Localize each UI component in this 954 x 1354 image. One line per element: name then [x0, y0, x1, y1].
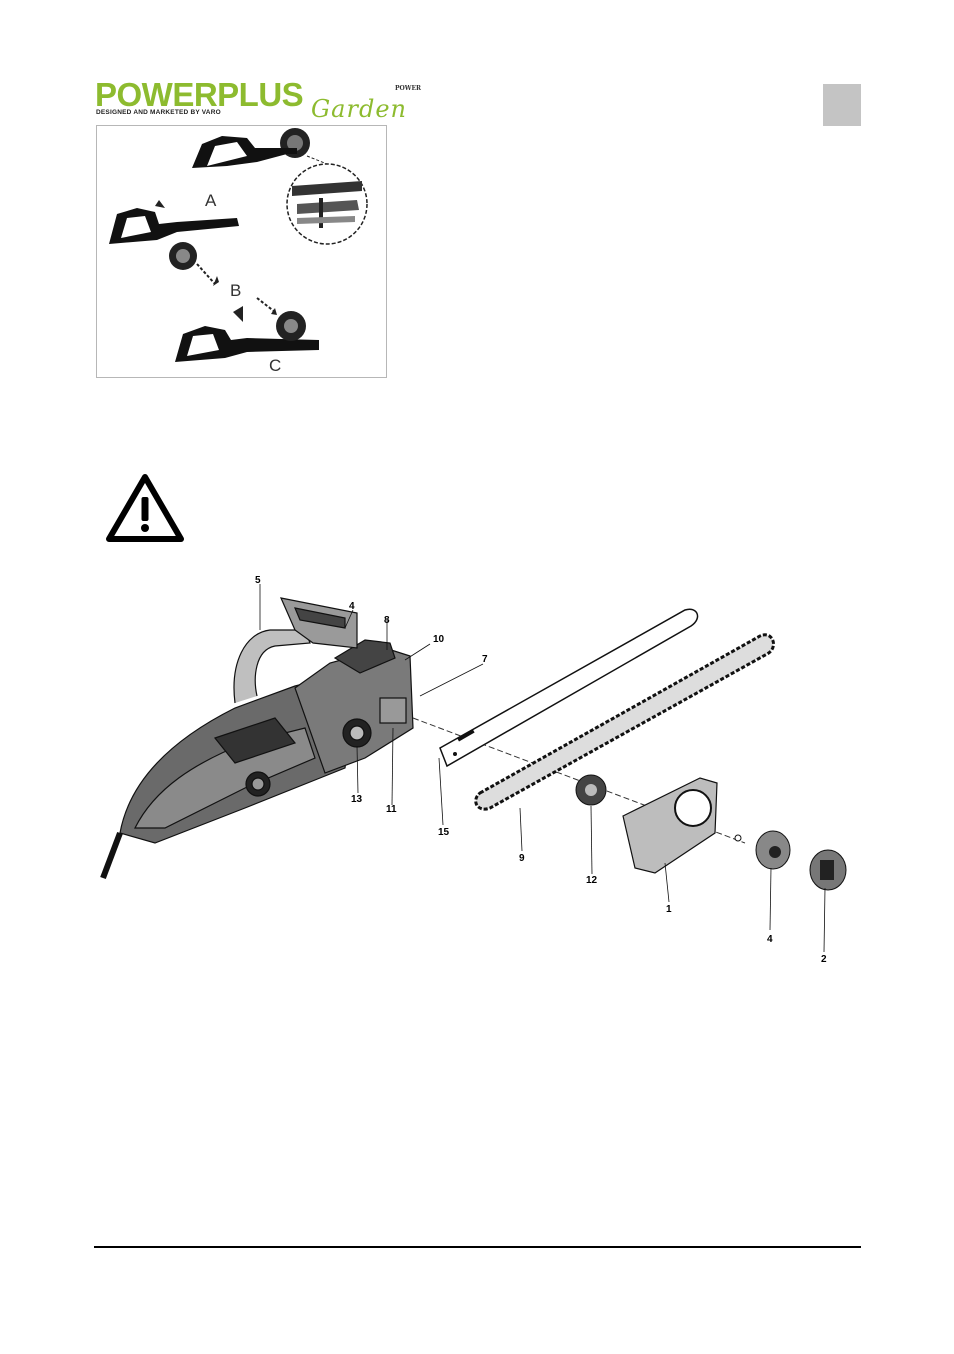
guide-bar: [439, 608, 699, 768]
callout-4-bottom: 4: [767, 934, 773, 945]
figure-label-b: B: [230, 281, 241, 300]
sprocket-illustration: [169, 242, 219, 286]
locking-knob: [809, 849, 847, 891]
callout-10: 10: [433, 634, 445, 645]
callout-5: 5: [255, 575, 261, 586]
callout-7: 7: [482, 654, 488, 665]
logo-tagline: DESIGNED AND MARKETED BY VARO: [96, 109, 221, 116]
callout-4-top: 4: [349, 601, 355, 612]
exploded-view-drawing: 5 4 8 10 7 13 11 15 9 12 1 4 2: [100, 575, 847, 965]
figure-label-c: C: [269, 356, 281, 375]
saw-step-a-illustration: [109, 200, 239, 244]
footer-rule: [94, 1246, 861, 1248]
callout-11: 11: [386, 804, 397, 815]
detail-zoom-circle: [286, 155, 368, 245]
chain-mounting-drawing: A B C: [109, 128, 368, 375]
saw-step-c-illustration: [175, 306, 319, 362]
callout-9: 9: [519, 853, 525, 864]
callout-15: 15: [438, 827, 450, 838]
figure-label-a: A: [205, 191, 217, 210]
warning-triangle-icon: [105, 473, 185, 543]
callout-leaders: [259, 584, 826, 953]
callout-8: 8: [384, 615, 390, 626]
top-saw-illustration: [192, 128, 310, 168]
logo-garden: Garden: [311, 95, 407, 123]
callout-13: 13: [351, 794, 363, 805]
chain-cover: [622, 777, 718, 874]
saw-chain: [474, 633, 775, 811]
language-tab-box: [823, 84, 861, 126]
powerplus-garden-logo: POWERPLUS POWER DESIGNED AND MARKETED BY…: [95, 78, 435, 124]
logo-small-mark: POWER: [395, 85, 422, 92]
callout-1: 1: [666, 904, 672, 915]
sprocket: [575, 774, 607, 806]
callout-12: 12: [586, 875, 598, 886]
chainsaw-exploded-view: 5 4 8 10 7 13 11 15 9 12 1 4 2: [95, 568, 865, 968]
saw-body: [100, 597, 414, 880]
tensioning-knob: [755, 830, 791, 870]
callout-2: 2: [821, 954, 827, 965]
chain-mounting-figure: A B C: [96, 125, 387, 378]
logo-wordmark: POWERPLUS: [95, 76, 304, 113]
